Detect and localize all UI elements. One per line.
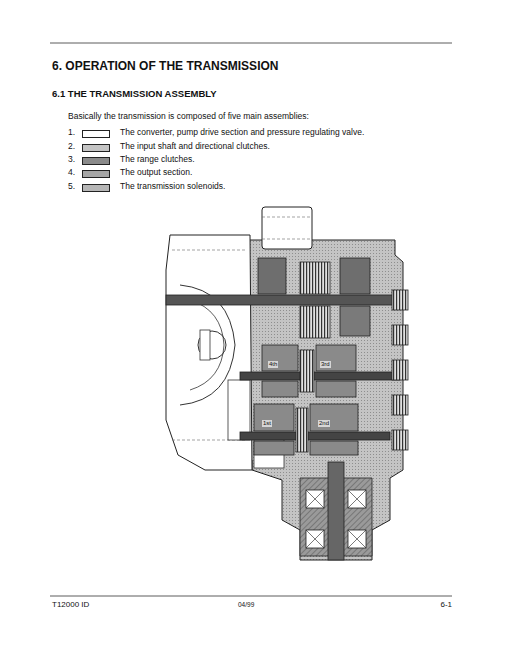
converter [198, 331, 226, 359]
rule [50, 43, 452, 44]
solenoid [392, 325, 408, 345]
converter [200, 330, 210, 360]
footer-text: T12000 ID [52, 600, 89, 609]
gear-label: 2nd [318, 420, 330, 427]
legend-swatch [82, 157, 110, 165]
legend-text: The input shaft and directional clutches… [120, 142, 270, 152]
range-shaft [240, 372, 400, 380]
solenoid [392, 360, 408, 380]
clutch-pack [300, 350, 314, 392]
solenoid [392, 290, 408, 310]
gear-label: 4th [268, 361, 278, 368]
solenoid [392, 395, 408, 415]
clutch-pack [300, 306, 330, 338]
legend-text: The transmission solenoids. [120, 182, 225, 192]
bearing [306, 530, 324, 548]
body-text: Basically the transmission is composed o… [68, 112, 309, 122]
section-heading: 6.1 THE TRANSMISSION ASSEMBLY [52, 89, 217, 100]
range-shaft [240, 432, 390, 440]
clutch-pack [300, 262, 330, 294]
gear-label: 3rd [320, 361, 331, 368]
legend-swatch [82, 184, 110, 192]
converter [190, 300, 224, 390]
pump [228, 380, 250, 440]
list-number: 4. [68, 168, 75, 178]
bearing [348, 490, 366, 508]
rule [50, 596, 452, 597]
legend-text: The output section. [120, 168, 192, 178]
gear [340, 258, 370, 294]
list-number: 3. [68, 155, 75, 165]
bearing [306, 490, 324, 508]
gear [254, 404, 294, 431]
clutch-pack [296, 408, 308, 452]
legend-text: The range clutches. [120, 155, 195, 165]
list-number: 1. [68, 128, 75, 138]
legend-swatch [82, 144, 110, 152]
legend-swatch [82, 130, 110, 138]
footer-text: 04/99 [238, 601, 254, 608]
solenoid [392, 430, 408, 450]
input-shaft [166, 295, 400, 305]
list-number: 2. [68, 142, 75, 152]
legend-text: The converter, pump drive section and pr… [120, 128, 364, 138]
legend-swatch [82, 170, 110, 178]
page-title: 6. OPERATION OF THE TRANSMISSION [52, 60, 278, 74]
gear-label: 1st [262, 420, 272, 427]
converter-housing [166, 235, 252, 470]
gear [316, 345, 356, 371]
transmission-housing [240, 240, 403, 560]
gear [310, 404, 358, 431]
footer-text: 6-1 [440, 600, 452, 609]
gear [262, 345, 298, 371]
bearing [348, 530, 366, 548]
filter [262, 207, 312, 249]
gear [258, 258, 286, 294]
output-shaft [328, 462, 344, 560]
gear [340, 306, 370, 336]
list-number: 5. [68, 182, 75, 192]
